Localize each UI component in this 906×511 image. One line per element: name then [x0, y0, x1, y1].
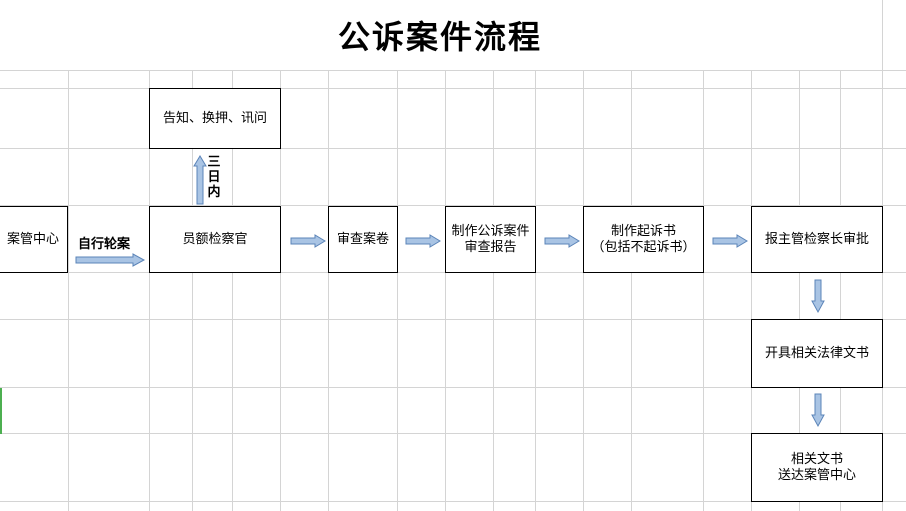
- box-deliver-docs-line2: 送达案管中心: [777, 467, 856, 483]
- box-issue-docs: 开具相关法律文书: [751, 319, 883, 388]
- grid-line: [0, 148, 906, 149]
- grid-line: [0, 70, 906, 71]
- grid-line: [0, 387, 906, 388]
- auto-rotation-label: 自行轮案: [78, 237, 131, 252]
- arrow-right-icon: [405, 234, 441, 248]
- box-deliver-docs-line1: 相关文书: [790, 451, 843, 467]
- three-days-label: 三日内: [207, 155, 221, 200]
- box-make-indictment-line1: 制作起诉书: [610, 223, 676, 239]
- box-approval: 报主管检察长审批: [751, 206, 883, 273]
- box-make-report-line2: 审查报告: [464, 239, 517, 255]
- box-review-file: 审查案卷: [328, 206, 398, 273]
- box-make-report: 制作公诉案件 审查报告: [445, 206, 536, 273]
- grid-line: [0, 319, 906, 320]
- box-prosecutor: 员额检察官: [149, 206, 281, 273]
- box-make-indictment: 制作起诉书 （包括不起诉书）: [583, 206, 704, 273]
- grid-line: [0, 88, 906, 89]
- arrow-down-icon: [811, 393, 825, 428]
- arrow-right-icon: [712, 234, 748, 248]
- arrow-down-icon: [811, 279, 825, 314]
- arrow-right-icon: [290, 234, 326, 248]
- grid-line: [68, 0, 69, 511]
- box-case-center: 案管中心: [0, 206, 68, 273]
- row-marker: [0, 388, 2, 434]
- box-make-report-line1: 制作公诉案件: [451, 223, 530, 239]
- grid-line: [0, 205, 906, 206]
- arrow-right-icon: [544, 234, 580, 248]
- box-notify: 告知、换押、讯问: [149, 88, 281, 149]
- grid-line: [0, 501, 906, 502]
- title-cell: [0, 0, 880, 70]
- arrow-up-icon: [193, 155, 207, 205]
- box-make-indictment-line2: （包括不起诉书）: [591, 239, 696, 255]
- box-deliver-docs: 相关文书 送达案管中心: [751, 433, 883, 502]
- arrow-right-icon: [75, 253, 146, 267]
- grid-line: [0, 433, 906, 434]
- page-title: 公诉案件流程: [337, 18, 542, 56]
